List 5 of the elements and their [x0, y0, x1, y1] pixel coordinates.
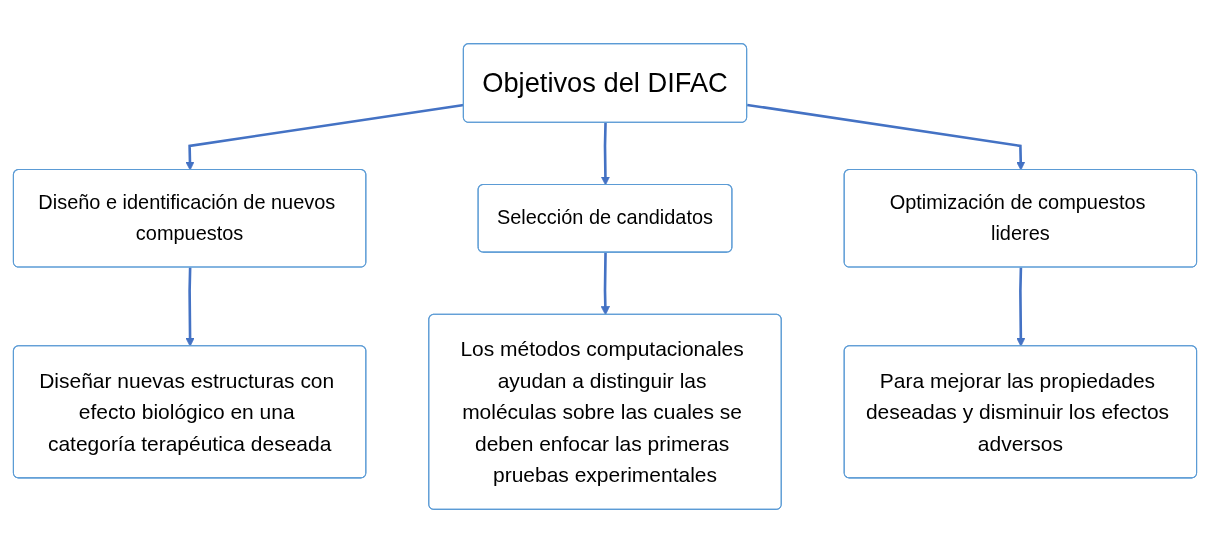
- arrow: [1015, 267, 1025, 347]
- arrow: [184, 267, 195, 347]
- arrow: [746, 103, 1025, 171]
- arrow: [600, 122, 610, 186]
- arrow: [600, 252, 610, 316]
